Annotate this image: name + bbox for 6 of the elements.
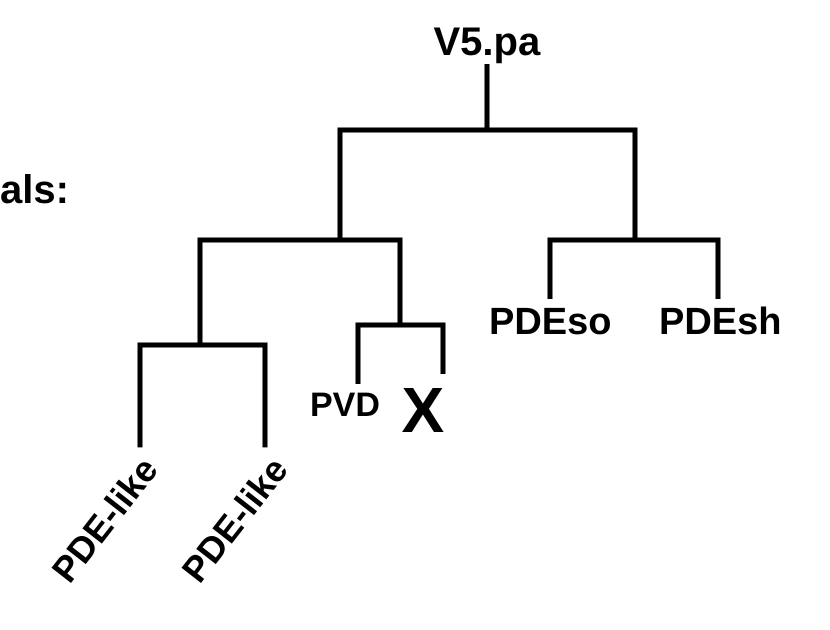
heading-fragment: als: (0, 170, 69, 210)
cell-death-mark: X (402, 378, 444, 442)
cell-name: V5.pa (434, 22, 540, 62)
cell-name: PVD (310, 388, 380, 422)
cell-name: PDEso (489, 303, 612, 341)
cell-name: PDEsh (659, 303, 782, 341)
